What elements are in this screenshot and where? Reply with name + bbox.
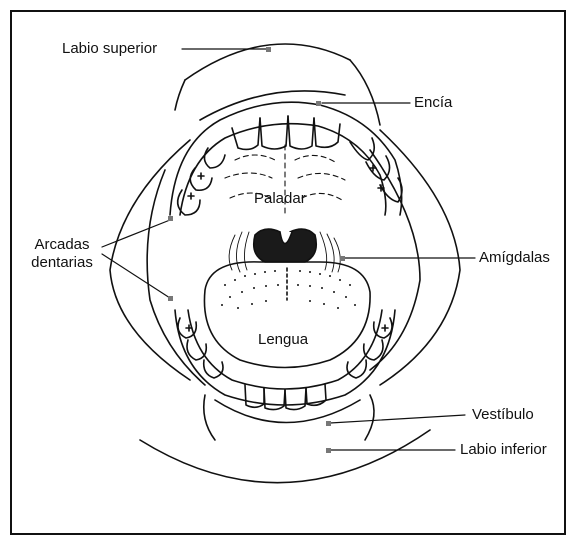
label-paladar: Paladar: [254, 190, 306, 208]
label-labio-superior: Labio superior: [62, 40, 157, 58]
label-arcadas-line2: dentarias: [22, 254, 102, 272]
label-lengua: Lengua: [258, 331, 308, 349]
tongue-papillae: [221, 270, 356, 309]
lower-lip-outline: [140, 430, 430, 483]
left-cheek-outline: [110, 140, 190, 380]
label-vestibulo: Vestíbulo: [472, 406, 534, 424]
label-labio-inferior: Labio inferior: [460, 441, 547, 459]
label-arcadas-line1: Arcadas: [22, 236, 102, 254]
label-encia: Encía: [414, 94, 452, 112]
label-arcadas-dentarias: Arcadas dentarias: [22, 236, 102, 272]
label-amigdalas: Amígdalas: [479, 249, 550, 267]
